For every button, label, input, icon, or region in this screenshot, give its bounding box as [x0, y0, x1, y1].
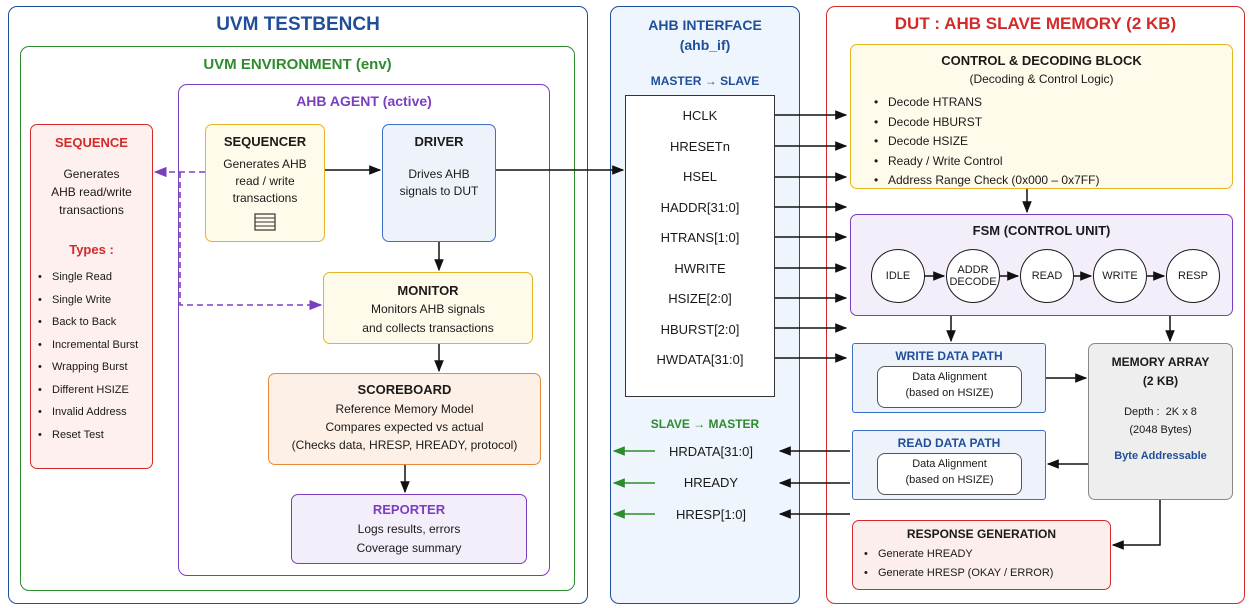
signal-hrdata: HRDATA[31:0] [668, 444, 754, 459]
driver-desc-line: signals to DUT [399, 184, 479, 198]
sequence-desc-line: Generates [63, 167, 120, 181]
signal-hwrite: HWRITE [674, 261, 726, 276]
ahb-interface-subtitle: (ahb_if) [679, 37, 731, 53]
control-item: Decode HBURST [874, 113, 1099, 133]
signal-hsize: HSIZE[2:0] [668, 291, 732, 306]
read-alignment-line: (based on HSIZE) [905, 474, 994, 486]
sequence-type-item: Single Write [38, 289, 138, 312]
control-items: Decode HTRANS Decode HBURST Decode HSIZE… [874, 93, 1099, 191]
fsm-state-addr-decode: ADDR DECODE [946, 249, 1000, 303]
dut-panel [826, 6, 1245, 604]
arrow-sequence-to-monitor [179, 172, 323, 311]
sequence-type-item: Wrapping Burst [38, 356, 138, 379]
scoreboard-desc-line: Compares expected vs actual [325, 420, 484, 434]
memory-array-block [1088, 343, 1233, 500]
signal-hburst: HBURST[2:0] [660, 322, 740, 337]
response-item: Generate HRESP (OKAY / ERROR) [864, 564, 1053, 583]
ahb-interface-title: AHB INTERFACE [648, 17, 762, 33]
dut-title: DUT : AHB SLAVE MEMORY (2 KB) [894, 14, 1177, 33]
reporter-desc-line: Coverage summary [356, 541, 462, 555]
read-alignment-box [877, 453, 1022, 495]
response-title: RESPONSE GENERATION [906, 527, 1057, 541]
sequence-type-item: Different HSIZE [38, 379, 138, 402]
control-item: Ready / Write Control [874, 152, 1099, 172]
sequencer-desc-line: read / write [235, 174, 295, 188]
signal-haddr: HADDR[31:0] [660, 200, 740, 215]
memory-title-line: (2 KB) [1142, 374, 1179, 388]
sequence-desc-line: transactions [59, 203, 124, 217]
control-title: CONTROL & DECODING BLOCK [941, 53, 1142, 68]
driver-title: DRIVER [414, 134, 464, 149]
signal-htrans: HTRANS[1:0] [660, 230, 740, 245]
uvm-environment-panel [20, 46, 575, 591]
driver-block [382, 124, 496, 242]
list-icon [254, 213, 276, 231]
scoreboard-desc-line: Reference Memory Model [335, 402, 474, 416]
memory-byte-addressable: Byte Addressable [1114, 450, 1207, 462]
signal-hready: HREADY [683, 475, 739, 490]
signal-hresetn: HRESETn [670, 139, 730, 154]
scoreboard-block [268, 373, 541, 465]
sequence-types-title: Types : [69, 242, 114, 257]
memory-depth-line: (2048 Bytes) [1129, 424, 1192, 436]
sequence-type-item: Invalid Address [38, 401, 138, 424]
sequence-type-item: Reset Test [38, 424, 138, 447]
fsm-state-idle: IDLE [871, 249, 925, 303]
reporter-block [291, 494, 527, 564]
scoreboard-title: SCOREBOARD [357, 382, 452, 397]
read-alignment-line: Data Alignment [912, 458, 987, 470]
monitor-title: MONITOR [397, 283, 459, 298]
driver-desc-line: Drives AHB [408, 167, 470, 181]
ahb-agent-title: AHB AGENT (active) [296, 93, 432, 109]
memory-depth-line: Depth : 2K x 8 [1124, 406, 1197, 418]
write-alignment-box [877, 366, 1022, 408]
sequence-desc-line: AHB read/write [51, 185, 132, 199]
ahb-agent-panel [178, 84, 550, 576]
sequence-type-item: Incremental Burst [38, 334, 138, 357]
uvm-testbench-panel [8, 6, 588, 604]
master-signal-group: HCLK HRESETn HSEL HADDR[31:0] HTRANS[1:0… [625, 95, 775, 397]
sequence-title: SEQUENCE [55, 135, 128, 150]
control-subtitle: (Decoding & Control Logic) [969, 72, 1114, 86]
response-items: Generate HREADY Generate HRESP (OKAY / E… [864, 545, 1053, 583]
reporter-title: REPORTER [372, 502, 446, 517]
write-alignment-line: (based on HSIZE) [905, 387, 994, 399]
write-alignment-line: Data Alignment [912, 371, 987, 383]
sequencer-title: SEQUENCER [223, 134, 307, 149]
uvm-environment-title: UVM ENVIRONMENT (env) [203, 56, 392, 73]
fsm-state-write: WRITE [1093, 249, 1147, 303]
control-item: Address Range Check (0x000 – 0x7FF) [874, 171, 1099, 191]
master-to-slave-label: MASTER → SLAVE [650, 74, 760, 88]
control-item: Decode HSIZE [874, 132, 1099, 152]
signal-hclk: HCLK [682, 108, 718, 123]
monitor-desc-line: and collects transactions [362, 321, 494, 335]
scoreboard-desc-line: (Checks data, HRESP, HREADY, protocol) [291, 438, 518, 452]
sequence-type-item: Single Read [38, 266, 138, 289]
fsm-title: FSM (CONTROL UNIT) [972, 223, 1111, 238]
slave-to-master-label: SLAVE → MASTER [650, 417, 760, 431]
sequence-type-item: Back to Back [38, 311, 138, 334]
response-item: Generate HREADY [864, 545, 1053, 564]
signal-hresp: HRESP[1:0] [675, 507, 747, 522]
sequence-types-list: Single Read Single Write Back to Back In… [38, 266, 138, 446]
control-item: Decode HTRANS [874, 93, 1099, 113]
monitor-desc-line: Monitors AHB signals [370, 302, 486, 316]
signal-hwdata: HWDATA[31:0] [656, 352, 744, 367]
sequencer-desc-line: Generates AHB [223, 157, 307, 171]
read-data-path-title: READ DATA PATH [897, 436, 1001, 450]
reporter-desc-line: Logs results, errors [357, 522, 461, 536]
fsm-state-resp: RESP [1166, 249, 1220, 303]
monitor-block [323, 272, 533, 344]
signal-hsel: HSEL [683, 169, 717, 184]
uvm-testbench-title: UVM TESTBENCH [216, 14, 380, 35]
memory-title-line: MEMORY ARRAY [1111, 355, 1210, 369]
write-data-path-title: WRITE DATA PATH [895, 349, 1003, 363]
fsm-state-read: READ [1020, 249, 1074, 303]
sequencer-desc-line: transactions [232, 191, 298, 205]
arrow-memory-to-response [1111, 500, 1161, 550]
